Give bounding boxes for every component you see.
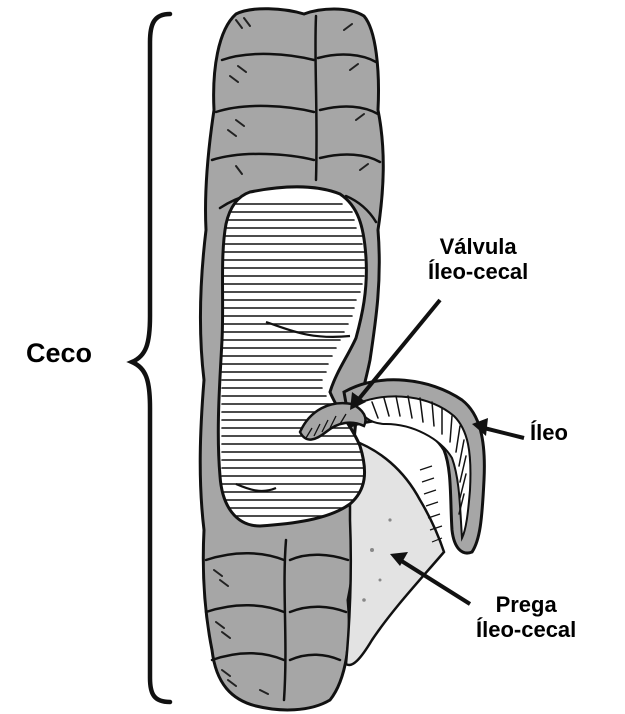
ceco-label: Ceco	[26, 338, 92, 369]
cecum-brace	[132, 14, 170, 702]
prega-line1: Prega	[476, 592, 576, 617]
prega-label: Prega Íleo-cecal	[476, 592, 576, 643]
ileo-label: Íleo	[530, 420, 568, 445]
valvula-line1: Válvula	[428, 234, 528, 259]
ileum-arrow-line	[484, 428, 524, 438]
valvula-line2: Íleo-cecal	[428, 259, 528, 284]
prega-line2: Íleo-cecal	[476, 617, 576, 642]
valvula-label: Válvula Íleo-cecal	[428, 234, 528, 285]
